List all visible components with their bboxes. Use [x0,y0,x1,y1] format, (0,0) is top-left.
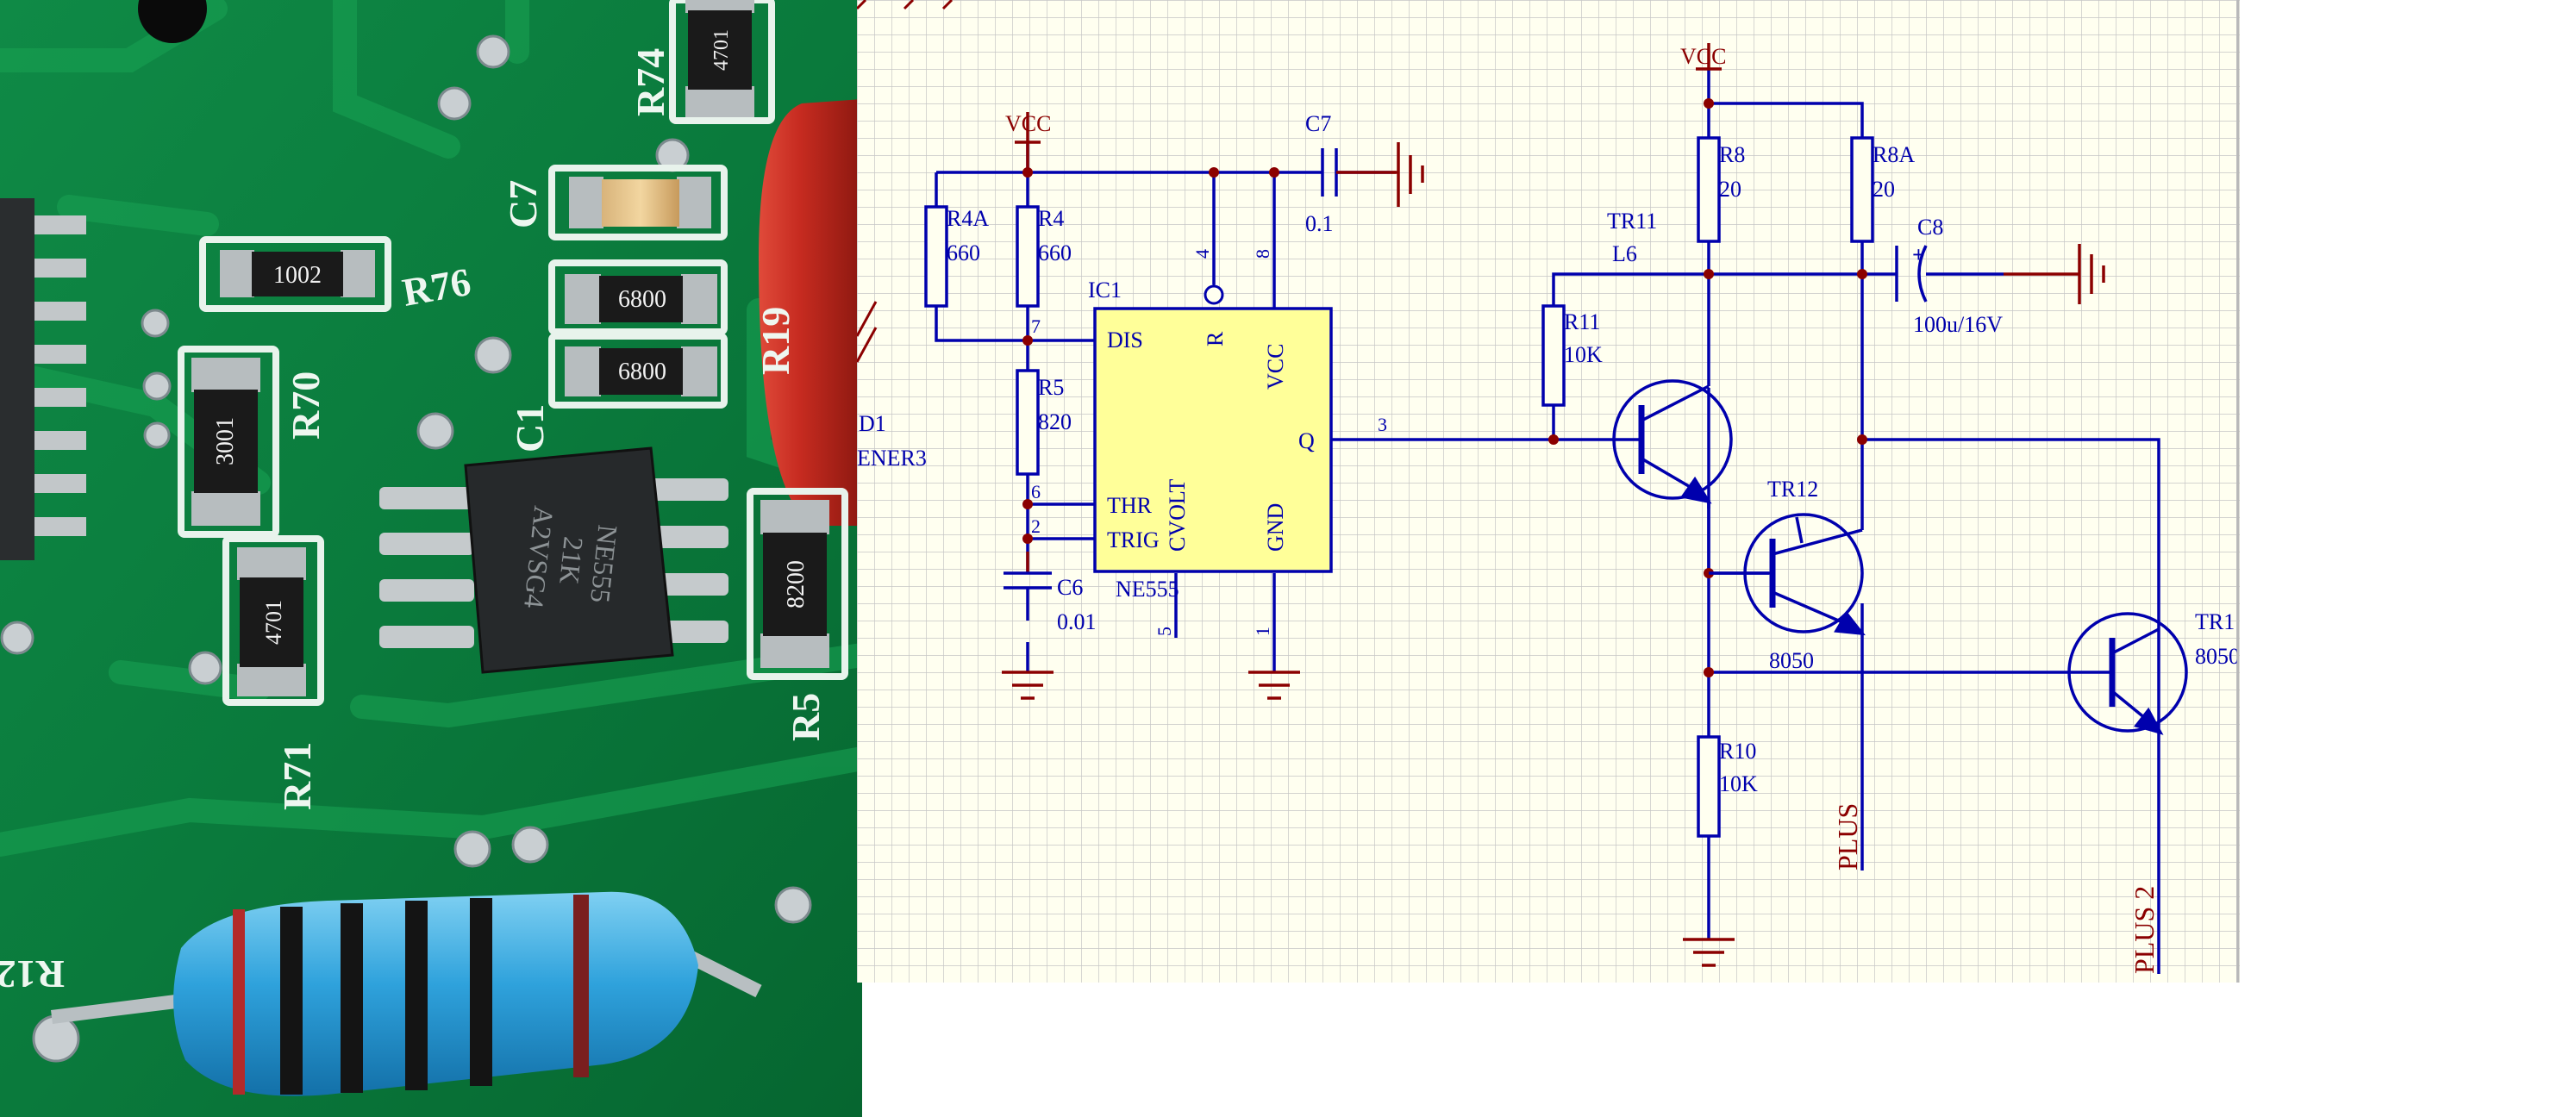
resistor-r8 [1697,136,1721,243]
ic-pinnum-7: 7 [1031,315,1041,337]
resistor-r10 [1697,735,1721,838]
net-plus: PLUS [1832,803,1863,871]
ic-pin-vcc: VCC [1263,344,1288,390]
ic-pinnum-4: 4 [1191,249,1213,259]
r4a-value: 660 [947,240,980,265]
ic-ne555 [1093,284,1333,573]
label-d1: D1 [859,411,886,436]
ic-marking-line2: 21K [553,535,590,586]
vcc-label-left: VCC [1005,111,1051,136]
silk-c7: C7 [501,180,545,228]
smd-code-r74: 4701 [710,29,733,71]
smd-code-r76: 1002 [273,262,322,289]
ic-pin-thr: THR [1107,493,1153,518]
r4-ref: R4 [1038,206,1064,231]
resistor-r8a [1850,136,1874,243]
silk-r5: R5 [784,693,828,741]
silk-c1: C1 [508,404,552,452]
transistor-tr11 [1607,379,1733,509]
r8a-value: 20 [1873,177,1895,202]
ic-pin-cvolt: CVOLT [1165,479,1190,552]
ic-pinnum-3: 3 [1378,414,1387,435]
tr12-value: 8050 [1769,648,1814,673]
c8-value: 100u/16V [1913,312,2003,337]
ic-pinnum-5: 5 [1154,627,1175,636]
ic-pin-gnd: GND [1263,503,1288,552]
tr1x-ref: TR1 [2195,609,2235,634]
resistor-r4a [924,205,948,308]
ic-pin-dis: DIS [1107,328,1143,353]
ic-pinnum-1: 1 [1252,627,1273,636]
ic-part: NE555 [1116,577,1179,602]
ne555-chip: NE555 21K A2VSG4 [379,446,728,674]
tr11-value: L6 [1612,241,1637,266]
capacitor-c8 [1895,245,1928,303]
resistor-r11 [1541,304,1566,407]
net-plus2: PLUS 2 [2129,886,2160,974]
r8-value: 20 [1719,177,1741,202]
ic-pin-r: R [1203,331,1228,346]
ic-pinnum-6: 6 [1031,481,1041,502]
ic-ref: IC1 [1088,278,1122,303]
r10-value: 10K [1719,771,1758,796]
vcc-label-right: VCC [1680,44,1726,69]
resistor-r4 [1016,205,1040,308]
power-resistor [51,891,762,1096]
schematic: D1 ENER3 [857,0,2240,983]
smd-code-r71: 4701 [261,600,286,645]
r8-ref: R8 [1719,142,1745,167]
transistor-tr12 [1709,513,1866,636]
tr1x-value: 8050 [2195,644,2240,669]
silk-r70: R70 [284,371,328,440]
r11-ref: R11 [1564,309,1600,334]
label-zener: ENER3 [857,446,927,471]
r5-ref: R5 [1038,375,1064,400]
r4a-ref: R4A [947,206,989,231]
silk-r71: R71 [275,742,319,810]
silk-r12: R12 [0,952,65,996]
tr12-ref: TR12 [1767,477,1818,502]
capacitor-c6 [1004,571,1052,621]
smd-code-6800-top: 6800 [618,286,666,313]
smd-code-r70: 3001 [212,417,239,465]
smd-code-r5: 8200 [783,560,810,608]
r5-value: 820 [1038,409,1072,434]
silk-r19: R19 [753,307,797,375]
ic-pin-q: Q [1298,428,1315,453]
c6-value: 0.01 [1057,609,1097,634]
ic-pinnum-8: 8 [1252,249,1273,259]
ic-pin-trig: TRIG [1107,527,1160,552]
r10-ref: R10 [1719,739,1756,764]
pcb-photo: 1002 3001 6800 6800 4701 8200 4701 NE555 [0,0,862,1117]
c7-ref: C7 [1305,111,1331,136]
c8-ref: C8 [1917,215,1943,240]
r11-value: 10K [1564,342,1603,367]
resistor-r5 [1016,369,1040,476]
c8-polarity: + [1912,242,1925,267]
transistor-tr1x [2067,612,2188,735]
silk-r74: R74 [628,48,672,116]
c7-value: 0.1 [1305,211,1334,236]
r4-value: 660 [1038,240,1072,265]
tr11-ref: TR11 [1607,209,1657,234]
ic-pinnum-2: 2 [1031,515,1041,537]
r8a-ref: R8A [1873,142,1915,167]
smd-code-6800-bottom: 6800 [618,359,666,385]
c6-ref: C6 [1057,575,1083,600]
